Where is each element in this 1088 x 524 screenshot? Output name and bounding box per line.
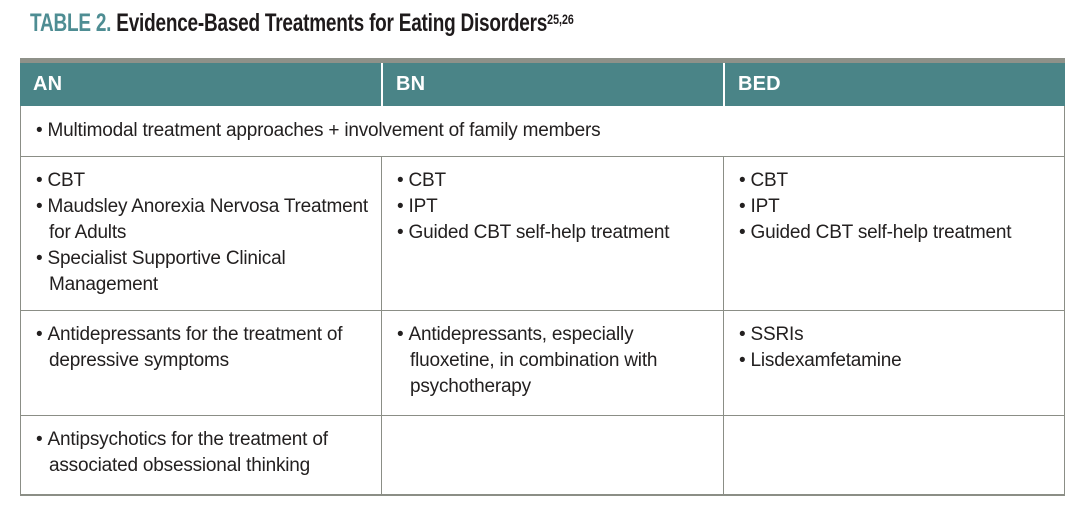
table-row-medications: Antidepressants for the treatment of dep… [21,311,1064,416]
table-title-text: Evidence-Based Treatments for Eating Dis… [111,9,548,37]
table-title: TABLE 2. Evidence-Based Treatments for E… [30,9,746,38]
bullet-item: CBT [739,168,1054,194]
table-cell-bn-psychotherapy: CBTIPTGuided CBT self-help treatment [381,157,723,310]
column-header-bn: BN [381,63,723,106]
table-cell-an-psychotherapy: CBTMaudsley Anorexia Nervosa Treatment f… [21,157,381,310]
table-cell-bn-medications: Antidepressants, especially fluoxetine, … [381,311,723,415]
table-row-multimodal: Multimodal treatment approaches + involv… [21,106,1064,157]
bullet-item: Multimodal treatment approaches + involv… [36,118,1054,144]
column-header-bed: BED [723,63,1065,106]
bullet-item: Maudsley Anorexia Nervosa Treatment for … [36,194,371,246]
bullet-item: Guided CBT self-help treatment [397,220,713,246]
table-cell-bn-antipsychotics [381,416,723,494]
table-row-psychotherapy: CBTMaudsley Anorexia Nervosa Treatment f… [21,157,1064,311]
table-body: Multimodal treatment approaches + involv… [20,106,1065,496]
table-title-inner: TABLE 2. Evidence-Based Treatments for E… [30,9,574,38]
table-title-superscript: 25,26 [547,11,574,27]
bullet-item: SSRIs [739,322,1054,348]
treatments-table: AN BN BED Multimodal treatment approache… [20,58,1065,496]
bullet-item: IPT [739,194,1054,220]
bullet-item: Antidepressants for the treatment of dep… [36,322,371,374]
bullet-item: Antidepressants, especially fluoxetine, … [397,322,713,400]
table-cell-multimodal: Multimodal treatment approaches + involv… [21,106,1064,156]
table-cell-an-antipsychotics: Antipsychotics for the treatment of asso… [21,416,381,494]
bullet-item: IPT [397,194,713,220]
bullet-item: CBT [397,168,713,194]
table-cell-an-medications: Antidepressants for the treatment of dep… [21,311,381,415]
table-title-label: TABLE 2. [30,9,112,37]
table-row-antipsychotics: Antipsychotics for the treatment of asso… [21,416,1064,494]
bullet-item: Antipsychotics for the treatment of asso… [36,427,371,479]
bullet-item: CBT [36,168,371,194]
column-header-an: AN [33,73,63,95]
bullet-item: Lisdexamfetamine [739,348,1054,374]
table-cell-bed-psychotherapy: CBTIPTGuided CBT self-help treatment [723,157,1064,310]
table-cell-bed-antipsychotics [723,416,1064,494]
bullet-item: Guided CBT self-help treatment [739,220,1054,246]
table-cell-bed-medications: SSRIsLisdexamfetamine [723,311,1064,415]
bullet-item: Specialist Supportive Clinical Managemen… [36,246,371,298]
table-header-row: AN BN BED [20,63,1065,106]
